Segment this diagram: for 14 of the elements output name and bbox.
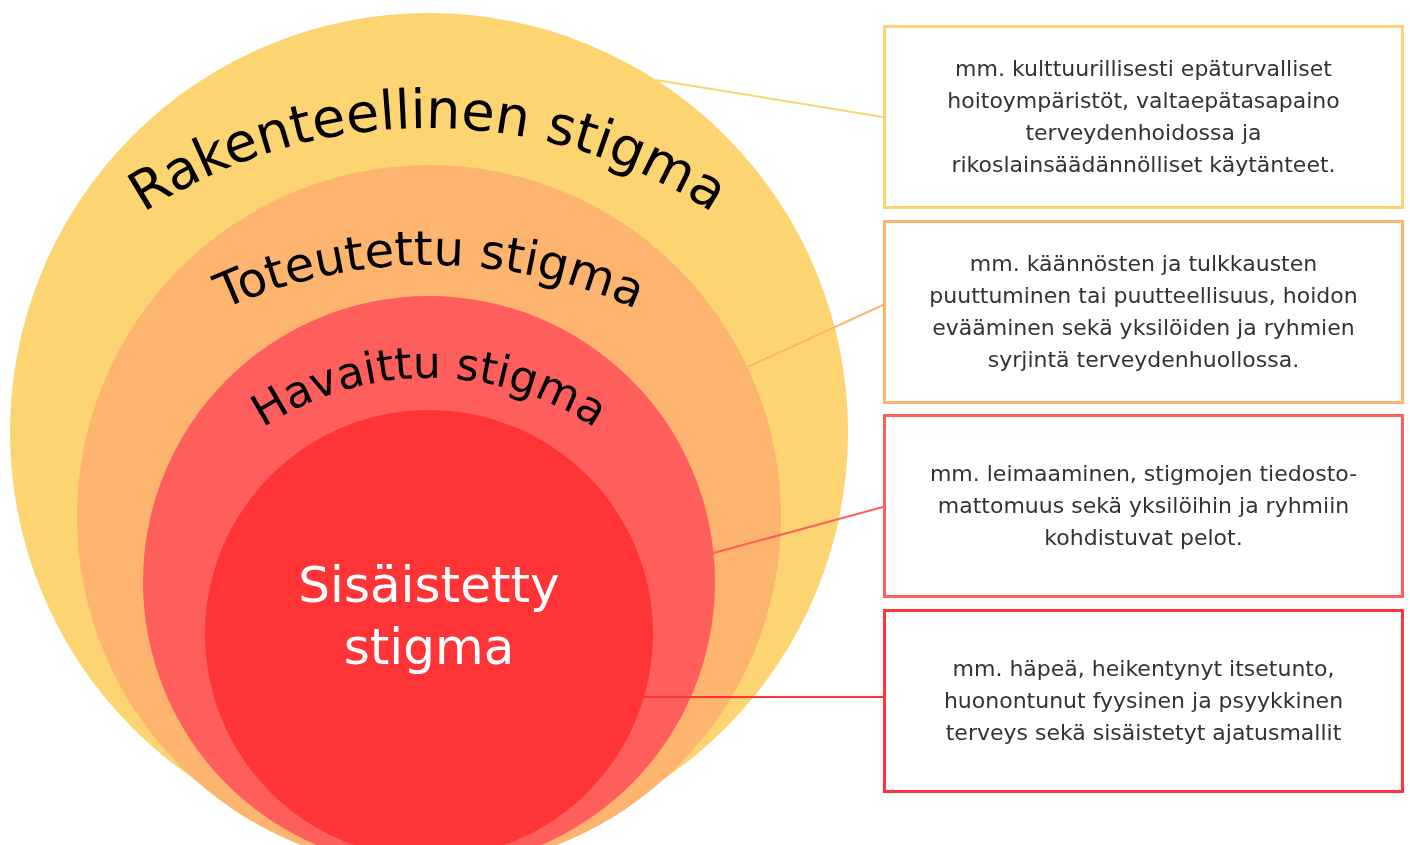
description-box bbox=[883, 414, 1404, 598]
description-box bbox=[883, 25, 1404, 209]
description-box bbox=[883, 609, 1404, 793]
description-text: mm. häpeä, heikentynyt itsetunto, huonontunut fyysinen ja psyykkinen terveys sekä sisäistetyt ajatusmallit bbox=[942, 655, 1345, 747]
description-text: mm. käännösten ja tulkkausten puuttuminen tai puutteellisuus, hoidon evääminen sekä yksilöiden ja ryhmien syrjintä terveydenhuollossa. bbox=[928, 250, 1359, 374]
description-text: mm. kulttuurillisesti epäturvalliset hoitoympäristöt, valtaepätasapaino terveydenhoidossa ja rikoslainsäädännölliset käytänteet. bbox=[946, 55, 1341, 179]
connector-line bbox=[746, 304, 884, 368]
circle-heading: Sisäistetty stigma bbox=[297, 555, 561, 678]
connector-line bbox=[712, 506, 884, 554]
description-text: mm. leimaaminen, stigmojen tiedosto-mattomuus sekä yksilöihin ja ryhmiin kohdistuvat pelot. bbox=[928, 460, 1359, 552]
description-box bbox=[883, 220, 1404, 404]
curved-heading: Toteutettu stigma bbox=[206, 219, 654, 320]
connector-line bbox=[655, 79, 884, 118]
connector-line bbox=[642, 696, 884, 698]
